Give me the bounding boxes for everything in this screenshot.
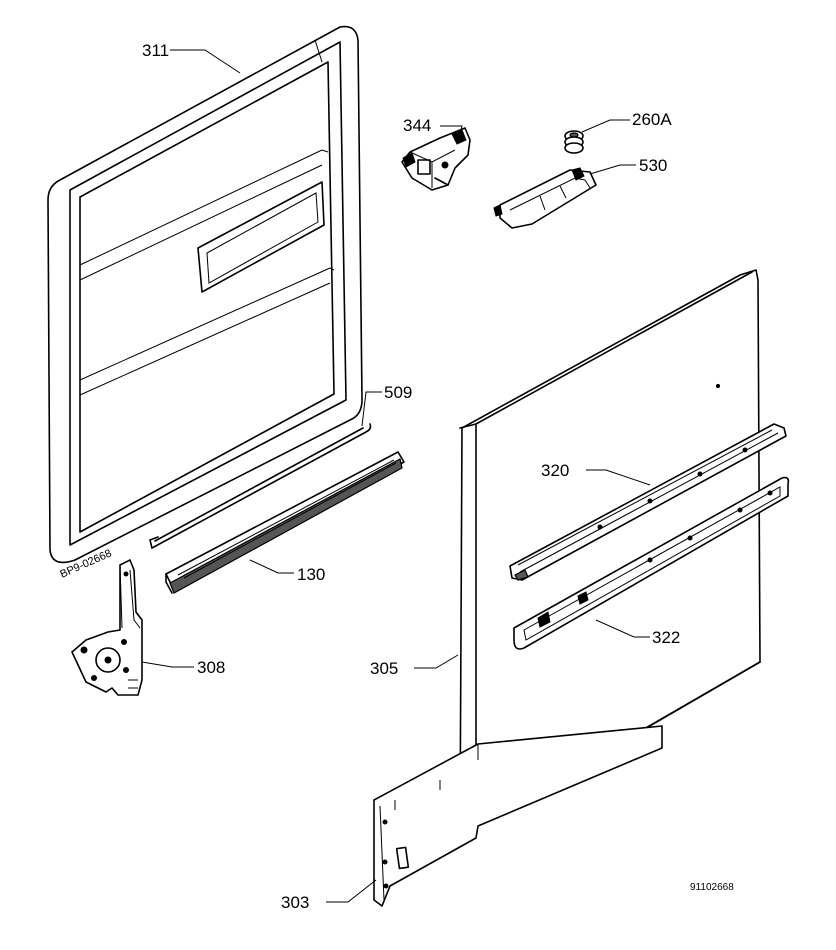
spring-part [564,130,584,154]
seal-strip [165,451,405,594]
upper-rail [509,423,787,581]
label-260a: 260A [632,110,672,129]
outer-door-panel [459,269,761,829]
bottom-plate [373,725,663,907]
label-344: 344 [403,116,431,135]
leader-lines [141,49,651,903]
lower-rail [513,476,790,650]
latch-part [401,127,471,191]
door-rod [149,423,372,549]
hinge-part [71,559,143,696]
label-530: 530 [639,156,667,175]
label-311: 311 [142,41,169,60]
label-130: 130 [297,565,325,584]
label-322: 322 [652,628,680,647]
label-320: 320 [541,461,569,480]
label-509: 509 [384,383,412,402]
catch-part [493,167,597,229]
drawing-number: 91102668 [690,882,734,893]
label-303: 303 [281,893,309,912]
inner-door-panel [47,25,363,564]
label-308: 308 [197,658,225,677]
label-305: 305 [370,659,398,678]
